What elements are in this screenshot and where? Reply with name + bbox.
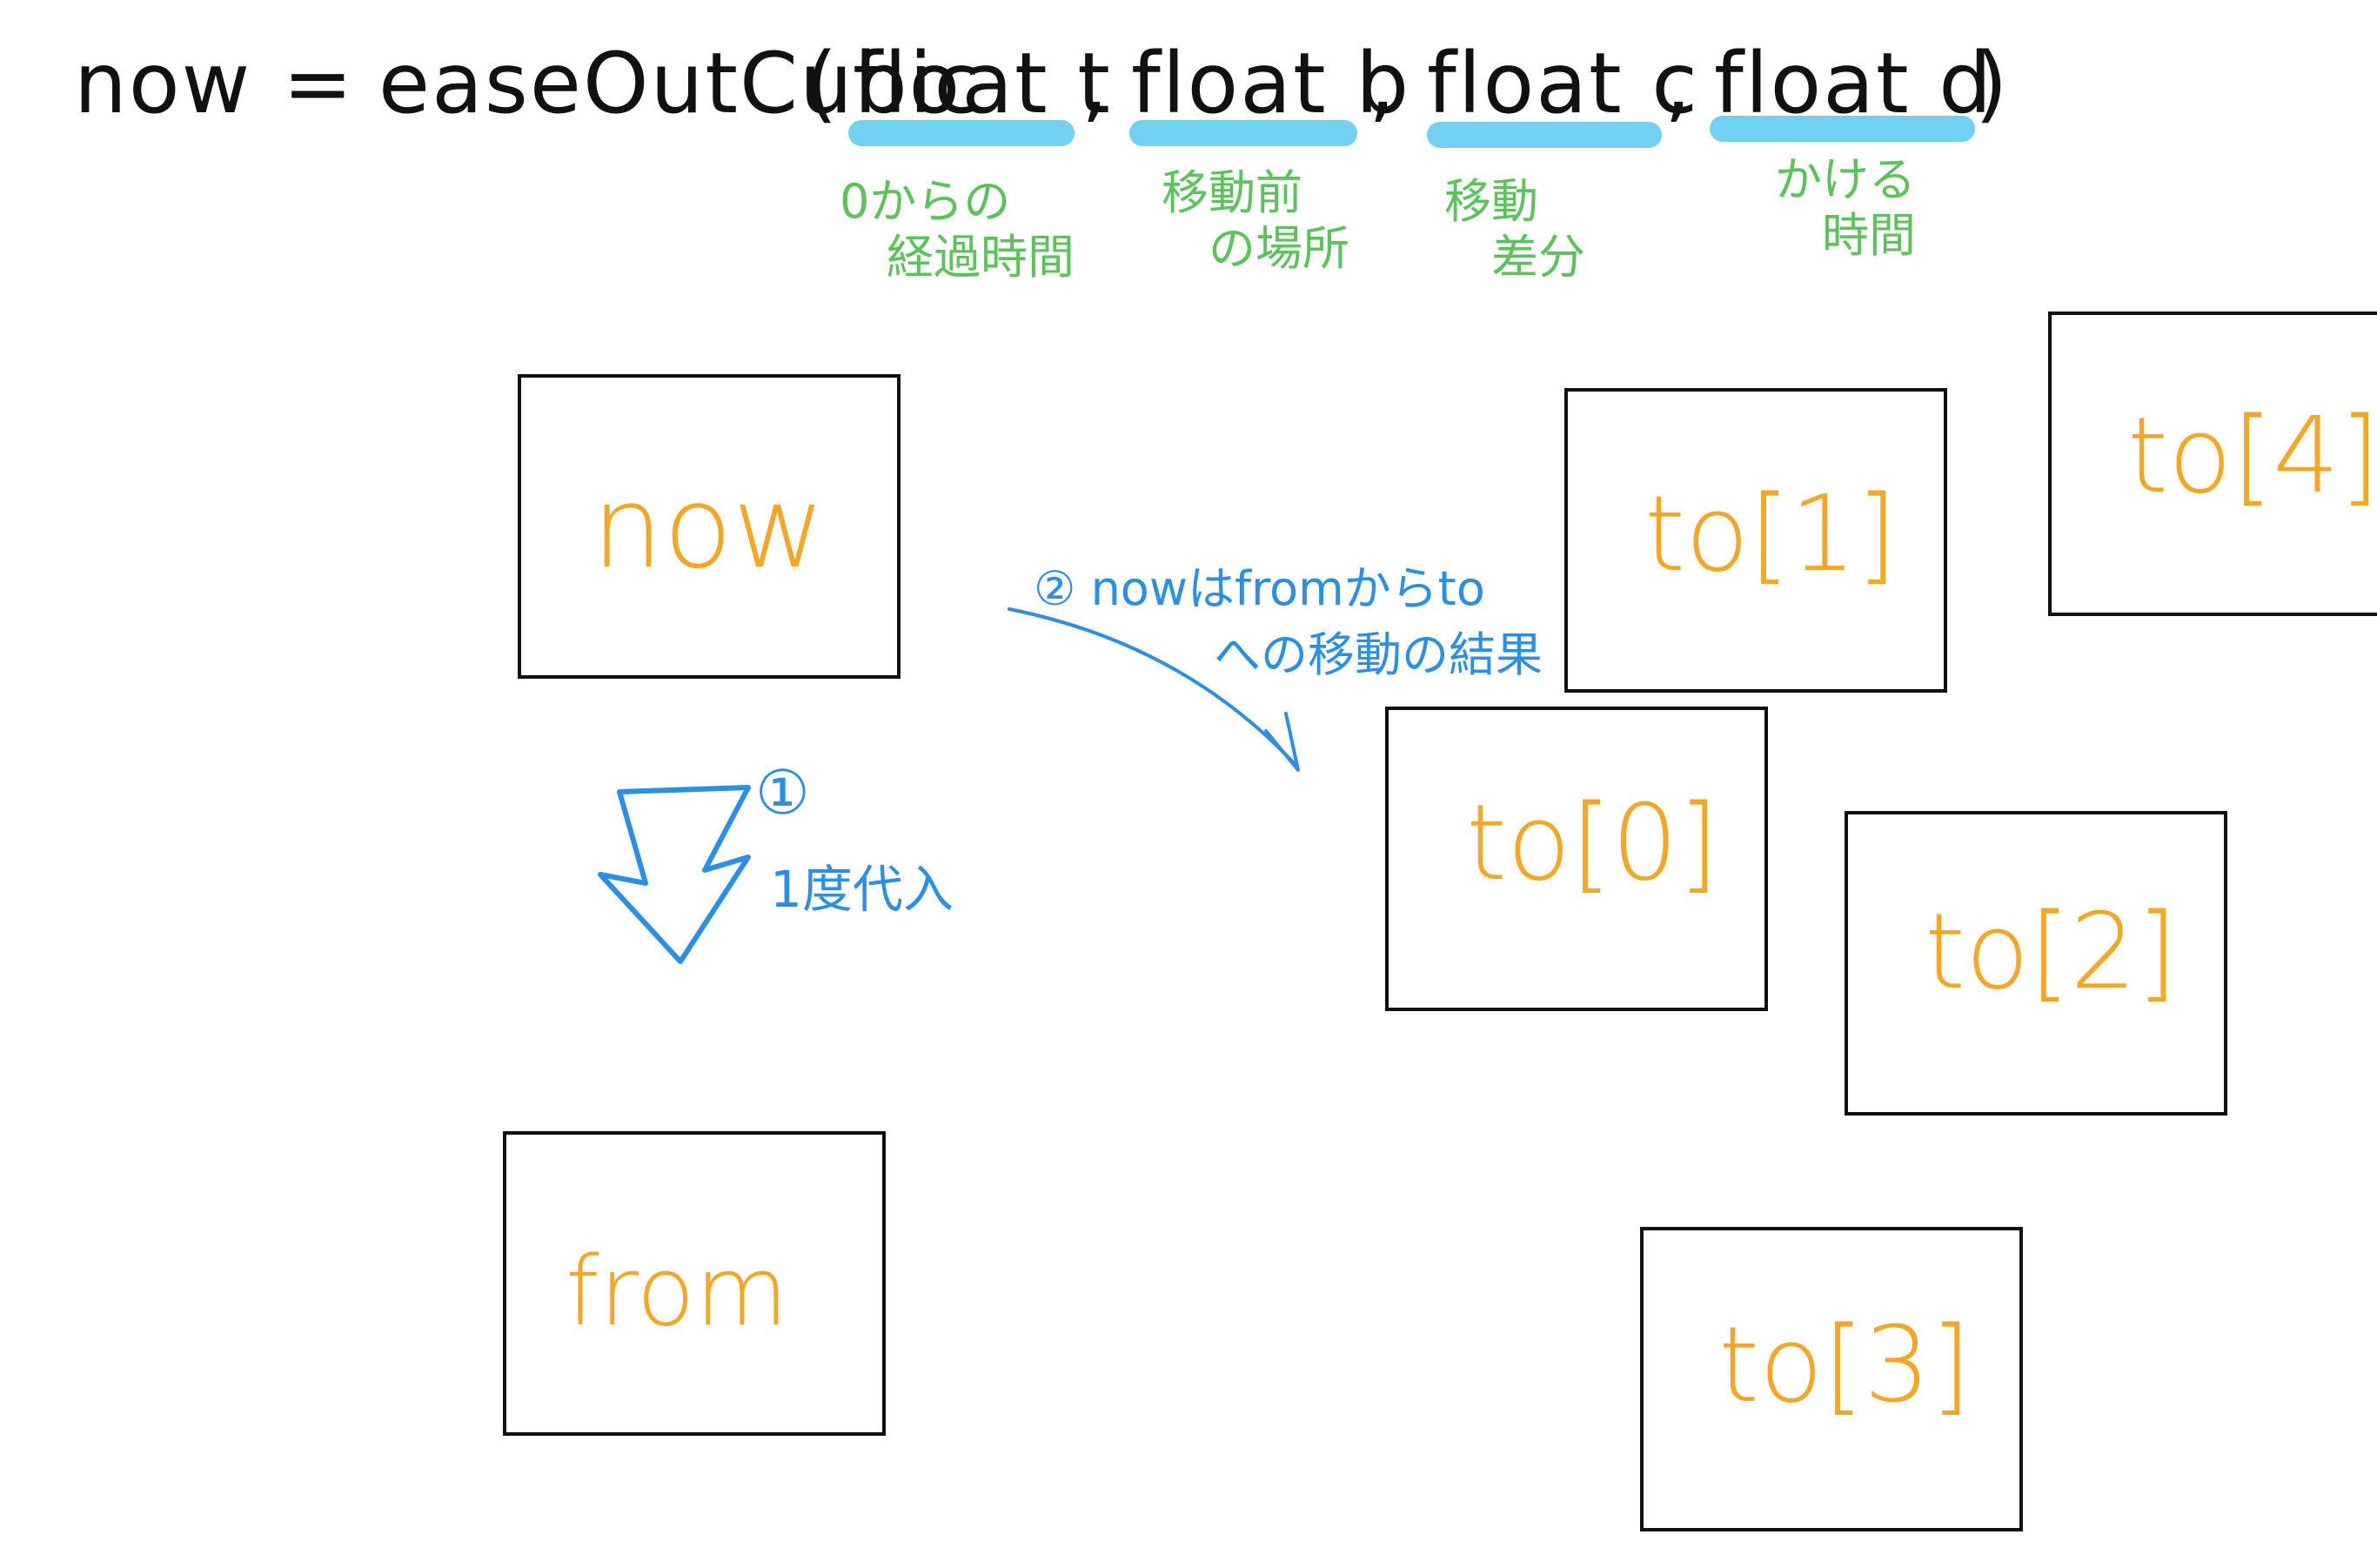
param-comma-1: ,	[1081, 35, 1110, 132]
param-highlight-b	[1129, 120, 1357, 146]
param-highlight-t	[848, 120, 1075, 146]
param-t: float t	[853, 35, 1112, 132]
step2-line1: ② nowはfromからto	[1034, 561, 1485, 616]
param-highlight-c	[1427, 122, 1662, 148]
param-comma-3: ,	[1664, 35, 1693, 132]
formula-lhs: now	[74, 35, 252, 132]
label-to-1: to[1]	[1644, 474, 1898, 595]
result-arrow-icon	[1008, 607, 1298, 767]
label-to-3: to[3]	[1718, 1305, 1972, 1426]
formula-open-paren: (	[805, 35, 840, 132]
formula-function: easeOutCubic	[378, 35, 982, 132]
note-duration: かける 時間	[1775, 152, 1916, 263]
label-to-2: to[2]	[1925, 892, 2178, 1013]
formula-close-paren: )	[1975, 35, 2010, 132]
formula-equals: =	[283, 35, 355, 132]
step2-line2: への移動の結果	[1214, 627, 1543, 682]
note-elapsed-time: 0からの 経過時間	[840, 174, 1075, 285]
box-to-3	[1640, 1227, 2023, 1531]
label-now: now	[592, 461, 826, 593]
param-d: float d	[1714, 35, 1994, 132]
box-to-1	[1564, 388, 1947, 693]
label-from: from	[566, 1236, 788, 1347]
param-b: float b	[1131, 35, 1411, 132]
box-from	[503, 1131, 886, 1436]
box-to-4	[2048, 312, 2377, 616]
param-highlight-d	[1710, 116, 1975, 142]
box-to-2	[1845, 811, 2227, 1116]
note-start-position: 移動前 の場所	[1162, 165, 1349, 276]
box-now	[518, 374, 901, 679]
label-to-4: to[4]	[2127, 396, 2377, 517]
assign-arrow-icon	[598, 785, 751, 964]
label-to-0: to[0]	[1466, 783, 1719, 904]
step1-text: 1度代入	[770, 860, 954, 919]
step1-number: ①	[755, 757, 810, 828]
param-comma-2: ,	[1369, 35, 1397, 132]
box-to-0	[1385, 707, 1768, 1011]
note-delta: 移動 差分	[1444, 174, 1585, 285]
param-c: float c	[1427, 35, 1699, 132]
